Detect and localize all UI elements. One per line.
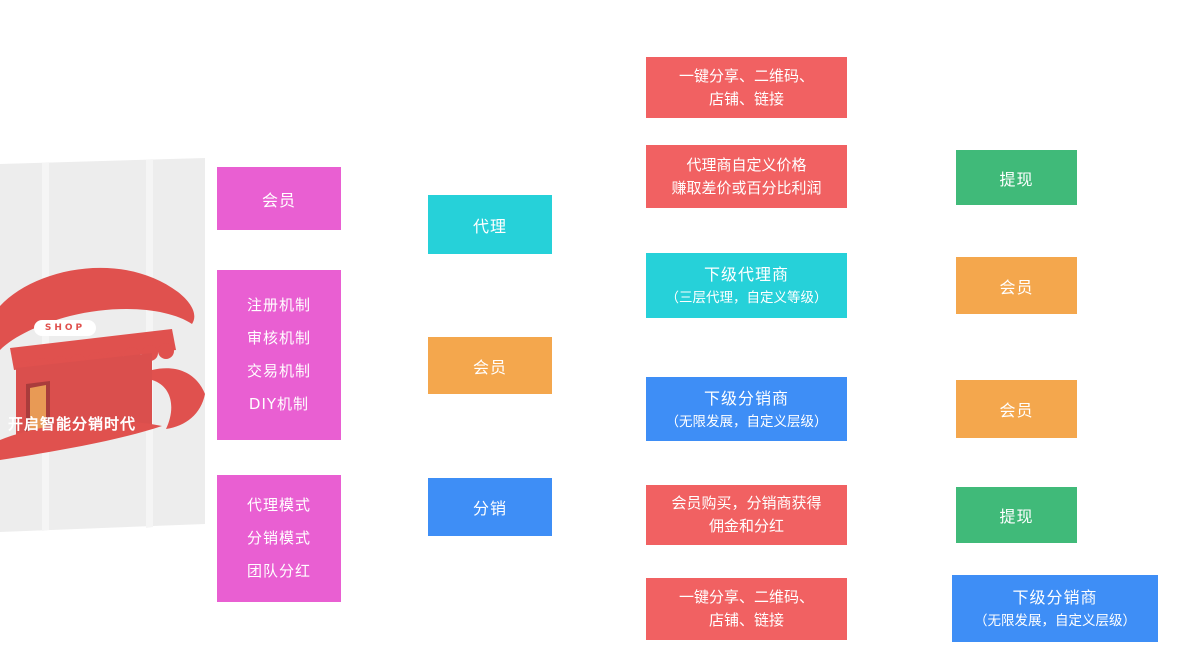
member-label: 会员 bbox=[999, 277, 1034, 297]
member-label: 会员 bbox=[999, 401, 1034, 420]
agent-role-label: 代理 bbox=[472, 216, 507, 236]
shop-graphic bbox=[0, 158, 205, 532]
mode-line: 代理模式 bbox=[246, 496, 311, 514]
withdraw-label: 提现 bbox=[999, 169, 1034, 189]
sub-agents-box: 下级代理商 （三层代理，自定义等级） bbox=[646, 253, 847, 318]
sub-distributors-box: 下级分销商 （无限发展，自定义层级） bbox=[646, 377, 847, 441]
detail-line: 代理商自定义价格 bbox=[686, 155, 807, 174]
modes-box: 代理模式 分销模式 团队分红 bbox=[217, 475, 341, 602]
detail-line: （三层代理，自定义等级） bbox=[665, 290, 828, 306]
detail-line: 赚取差价或百分比利润 bbox=[671, 178, 822, 197]
mechanisms-box: 注册机制 审核机制 交易机制 DIY机制 bbox=[217, 270, 341, 440]
mechanism-line: DIY机制 bbox=[248, 395, 310, 413]
withdraw-box-bottom: 提现 bbox=[956, 487, 1077, 543]
shop-sign: SHOP bbox=[34, 320, 96, 336]
share-methods-box-top: 一键分享、二维码、 店铺、链接 bbox=[646, 57, 847, 118]
detail-line: 店铺、链接 bbox=[708, 611, 784, 629]
mode-line: 团队分红 bbox=[246, 562, 311, 580]
detail-line: 一键分享、二维码、 bbox=[678, 588, 814, 606]
mode-line: 分销模式 bbox=[246, 529, 311, 547]
member-purchase-commission-box: 会员购买，分销商获得 佣金和分红 bbox=[646, 485, 847, 545]
mechanism-line: 审核机制 bbox=[246, 329, 311, 347]
member-label: 会员 bbox=[261, 190, 296, 210]
member-box-outcome-1: 会员 bbox=[956, 257, 1077, 314]
member-box-outcome-2: 会员 bbox=[956, 380, 1077, 438]
detail-line: 下级分销商 bbox=[1012, 588, 1098, 607]
detail-line: 一键分享、二维码、 bbox=[678, 66, 814, 85]
withdraw-box-top: 提现 bbox=[956, 150, 1077, 205]
detail-line: 下级代理商 bbox=[703, 265, 789, 284]
detail-line: 佣金和分红 bbox=[708, 517, 784, 535]
detail-line: 会员购买，分销商获得 bbox=[671, 494, 822, 512]
agent-role-box: 代理 bbox=[428, 195, 552, 254]
detail-line: （无限发展，自定义层级） bbox=[974, 613, 1136, 629]
agent-pricing-box: 代理商自定义价格 赚取差价或百分比利润 bbox=[646, 145, 847, 208]
withdraw-label: 提现 bbox=[999, 507, 1034, 526]
distribution-role-label: 分销 bbox=[472, 499, 507, 518]
detail-line: 店铺、链接 bbox=[708, 89, 784, 108]
member-role-label: 会员 bbox=[472, 357, 507, 377]
shop-tagline: 开启智能分销时代 bbox=[8, 415, 137, 433]
share-methods-box-bottom: 一键分享、二维码、 店铺、链接 bbox=[646, 578, 847, 640]
mechanism-line: 注册机制 bbox=[246, 296, 311, 314]
member-role-box: 会员 bbox=[428, 337, 552, 394]
sub-distributors-box-right: 下级分销商 （无限发展，自定义层级） bbox=[952, 575, 1158, 642]
distribution-role-box: 分销 bbox=[428, 478, 552, 536]
detail-line: （无限发展，自定义层级） bbox=[665, 413, 828, 430]
mechanism-line: 交易机制 bbox=[246, 362, 311, 380]
member-box-pink: 会员 bbox=[217, 167, 341, 230]
detail-line: 下级分销商 bbox=[703, 388, 789, 408]
shop-illustration: SHOP 开启智能分销时代 bbox=[0, 158, 205, 533]
